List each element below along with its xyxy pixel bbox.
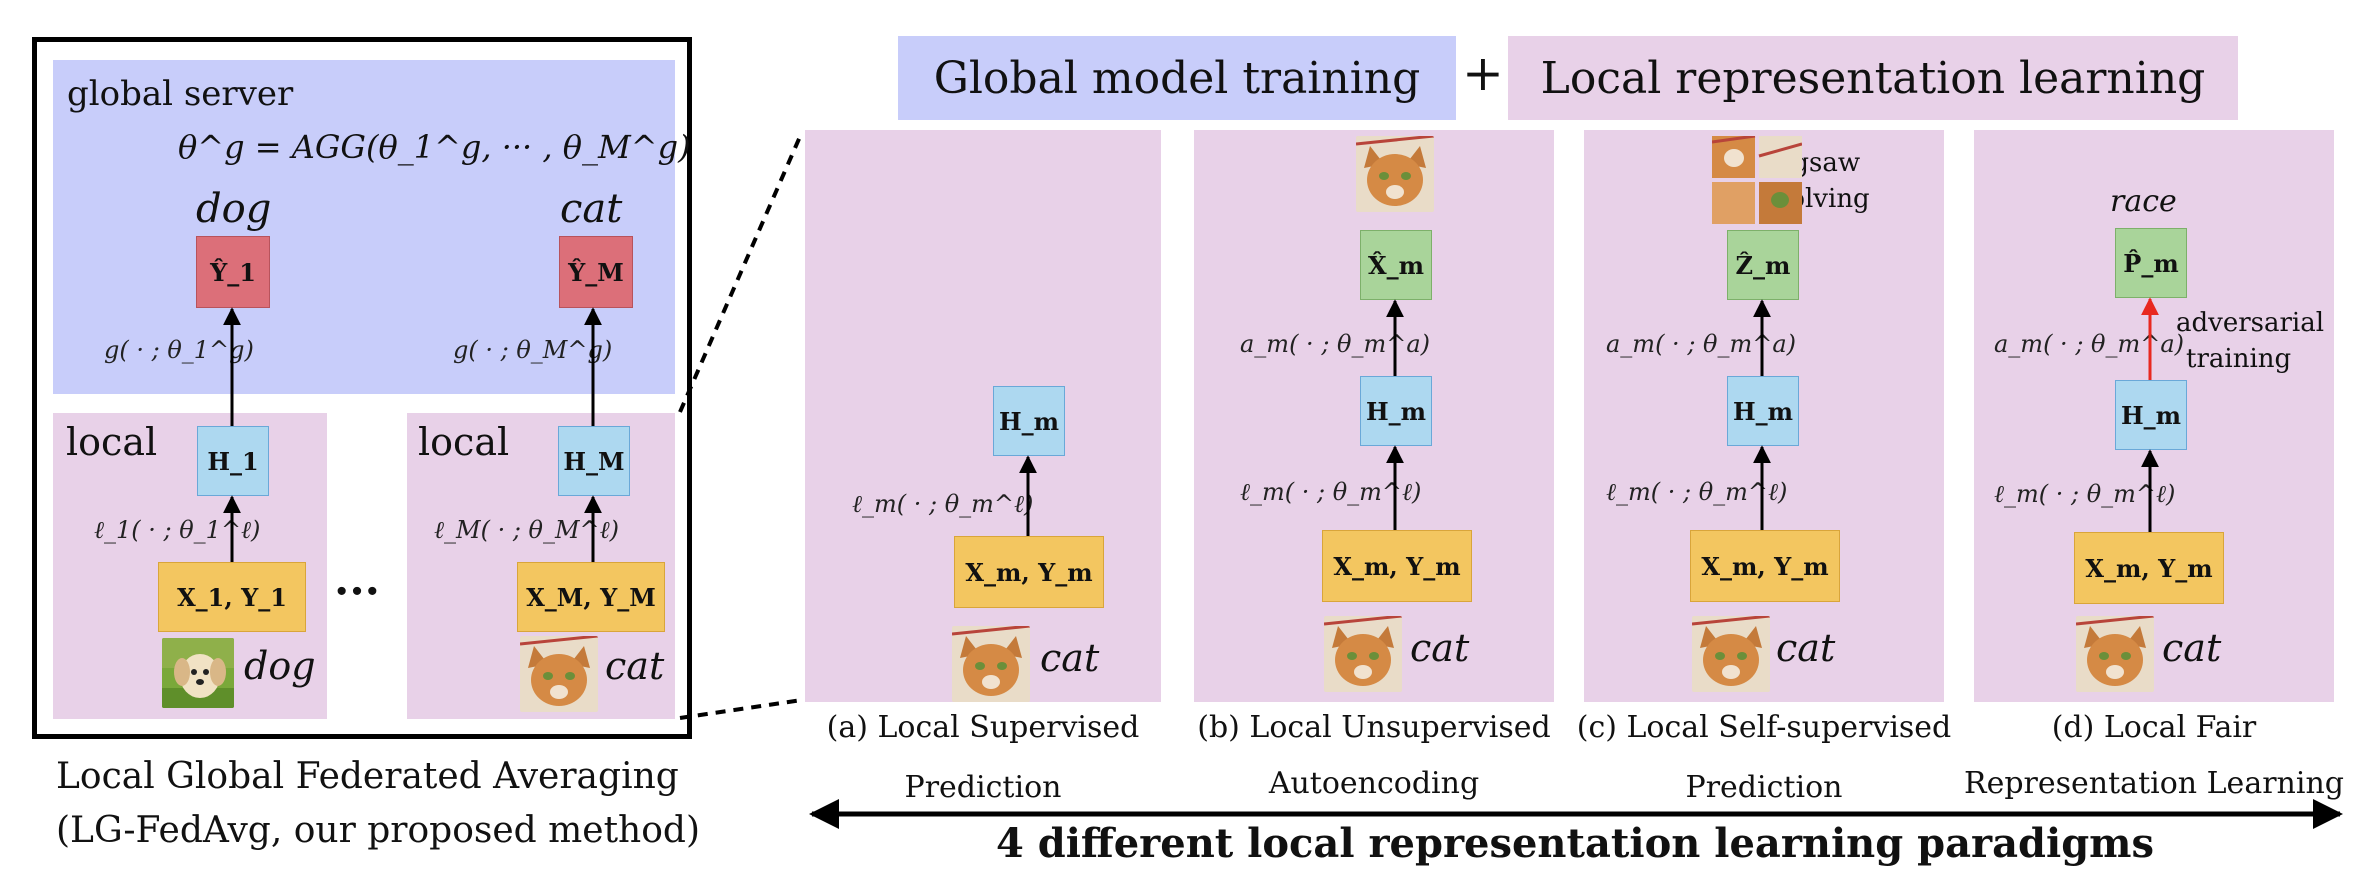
- local-title-right: local: [418, 420, 510, 464]
- panel-d-caption-line2: Representation Learning: [1964, 766, 2344, 801]
- local-title-left: local: [66, 420, 158, 464]
- global-label-dog: dog: [196, 186, 272, 232]
- hidden-box-hm: H_M: [558, 426, 630, 496]
- image-label-dog: dog: [244, 644, 316, 688]
- panel-d-task-label-1: adversarial: [2176, 308, 2325, 338]
- plus-sign: +: [1462, 44, 1504, 102]
- global-training-text: Global model training: [933, 52, 1421, 104]
- output-box-ym: Ŷ_M: [559, 236, 633, 308]
- cat-picture-d: [2076, 616, 2154, 692]
- panel-a-hidden-box: H_m: [993, 386, 1065, 456]
- panel-c-input-box: X_m, Y_m: [1690, 530, 1840, 602]
- l-function-right: ℓ_M( · ; θ_M^ℓ): [434, 516, 620, 544]
- panel-a-cat-image: [952, 626, 1030, 702]
- panel-c-cat-image: [1692, 616, 1770, 692]
- jigsaw-tiles: [1711, 134, 1803, 224]
- panel-c-output-box: Ẑ_m: [1727, 230, 1799, 300]
- panel-d-image-label: cat: [2162, 626, 2222, 670]
- panel-c-caption-line1: (c) Local Self-supervised: [1576, 710, 1952, 745]
- dog-image: [162, 638, 234, 708]
- panel-a-image-label: cat: [1040, 636, 1100, 680]
- panel-a-l-function: ℓ_m( · ; θ_m^ℓ): [852, 490, 1034, 518]
- panel-d-caption-line1: (d) Local Fair: [2051, 710, 2257, 745]
- panel-c-a-function: a_m( · ; θ_m^a): [1606, 330, 1797, 358]
- lg-fedavg-caption-line1: Local Global Federated Averaging: [56, 756, 679, 797]
- panel-b-output-box: X̂_m: [1360, 230, 1432, 300]
- panel-b-image-label: cat: [1410, 626, 1470, 670]
- cat-picture-c: [1692, 616, 1770, 692]
- panel-c-jigsaw-image: [1711, 134, 1803, 224]
- panel-a-input-box: X_m, Y_m: [954, 536, 1104, 608]
- panel-b-input-box: X_m, Y_m: [1322, 530, 1472, 602]
- output-box-y1: Ŷ_1: [196, 236, 270, 308]
- local-representation-label: Local representation learning: [1508, 36, 2238, 120]
- panel-b-caption-line2: Autoencoding: [1268, 766, 1480, 801]
- panel-c-image-label: cat: [1776, 626, 1836, 670]
- global-label-cat: cat: [560, 186, 623, 232]
- panel-c-hidden-box: H_m: [1727, 376, 1799, 446]
- input-box-xmym: X_M, Y_M: [517, 562, 665, 632]
- image-label-cat-local: cat: [605, 644, 665, 688]
- panel-b-reconstructed-image: [1356, 136, 1434, 212]
- panel-a-caption-line1: (a) Local Supervised: [826, 710, 1140, 745]
- global-server-panel: [53, 60, 675, 394]
- panel-d-output-label: race: [2110, 184, 2177, 219]
- panel-d-l-function: ℓ_m( · ; θ_m^ℓ): [1994, 480, 2176, 508]
- panel-b-hidden-box: H_m: [1360, 376, 1432, 446]
- panel-d-cat-image: [2076, 616, 2154, 692]
- global-training-label: Global model training: [898, 36, 1456, 120]
- zoom-line-bottom: [679, 698, 803, 720]
- local-representation-text: Local representation learning: [1540, 52, 2206, 104]
- panel-d-output-box: P̂_m: [2115, 228, 2187, 298]
- dog-picture: [162, 638, 234, 708]
- lg-fedavg-caption-line2: (LG-FedAvg, our proposed method): [56, 810, 700, 851]
- cat-picture-a: [952, 626, 1030, 702]
- reconstructed-cat-picture: [1356, 136, 1434, 212]
- global-server-title: global server: [67, 74, 294, 114]
- aggregation-formula: θ^g = AGG(θ_1^g, ··· , θ_M^g): [178, 128, 691, 166]
- g-function-left: g( · ; θ_1^g): [104, 336, 254, 364]
- ellipsis: ···: [334, 566, 380, 617]
- panel-b-caption-line1: (b) Local Unsupervised: [1197, 710, 1551, 745]
- panel-b-cat-image: [1324, 616, 1402, 692]
- g-function-right: g( · ; θ_M^g): [453, 336, 613, 364]
- panel-d-a-function: a_m( · ; θ_m^a): [1994, 330, 2185, 358]
- panel-c-l-function: ℓ_m( · ; θ_m^ℓ): [1606, 478, 1788, 506]
- panel-d-task-label-2: training: [2186, 344, 2292, 374]
- panel-b-l-function: ℓ_m( · ; θ_m^ℓ): [1240, 478, 1422, 506]
- panel-d-hidden-box: H_m: [2115, 380, 2187, 450]
- panel-b-a-function: a_m( · ; θ_m^a): [1240, 330, 1431, 358]
- hidden-box-h1: H_1: [197, 426, 269, 496]
- input-box-x1y1: X_1, Y_1: [158, 562, 306, 632]
- zoom-line-top: [678, 131, 804, 413]
- cat-picture: [520, 636, 598, 712]
- panel-d-input-box: X_m, Y_m: [2074, 532, 2224, 604]
- cat-image-local-m: [520, 636, 598, 712]
- cat-picture-b: [1324, 616, 1402, 692]
